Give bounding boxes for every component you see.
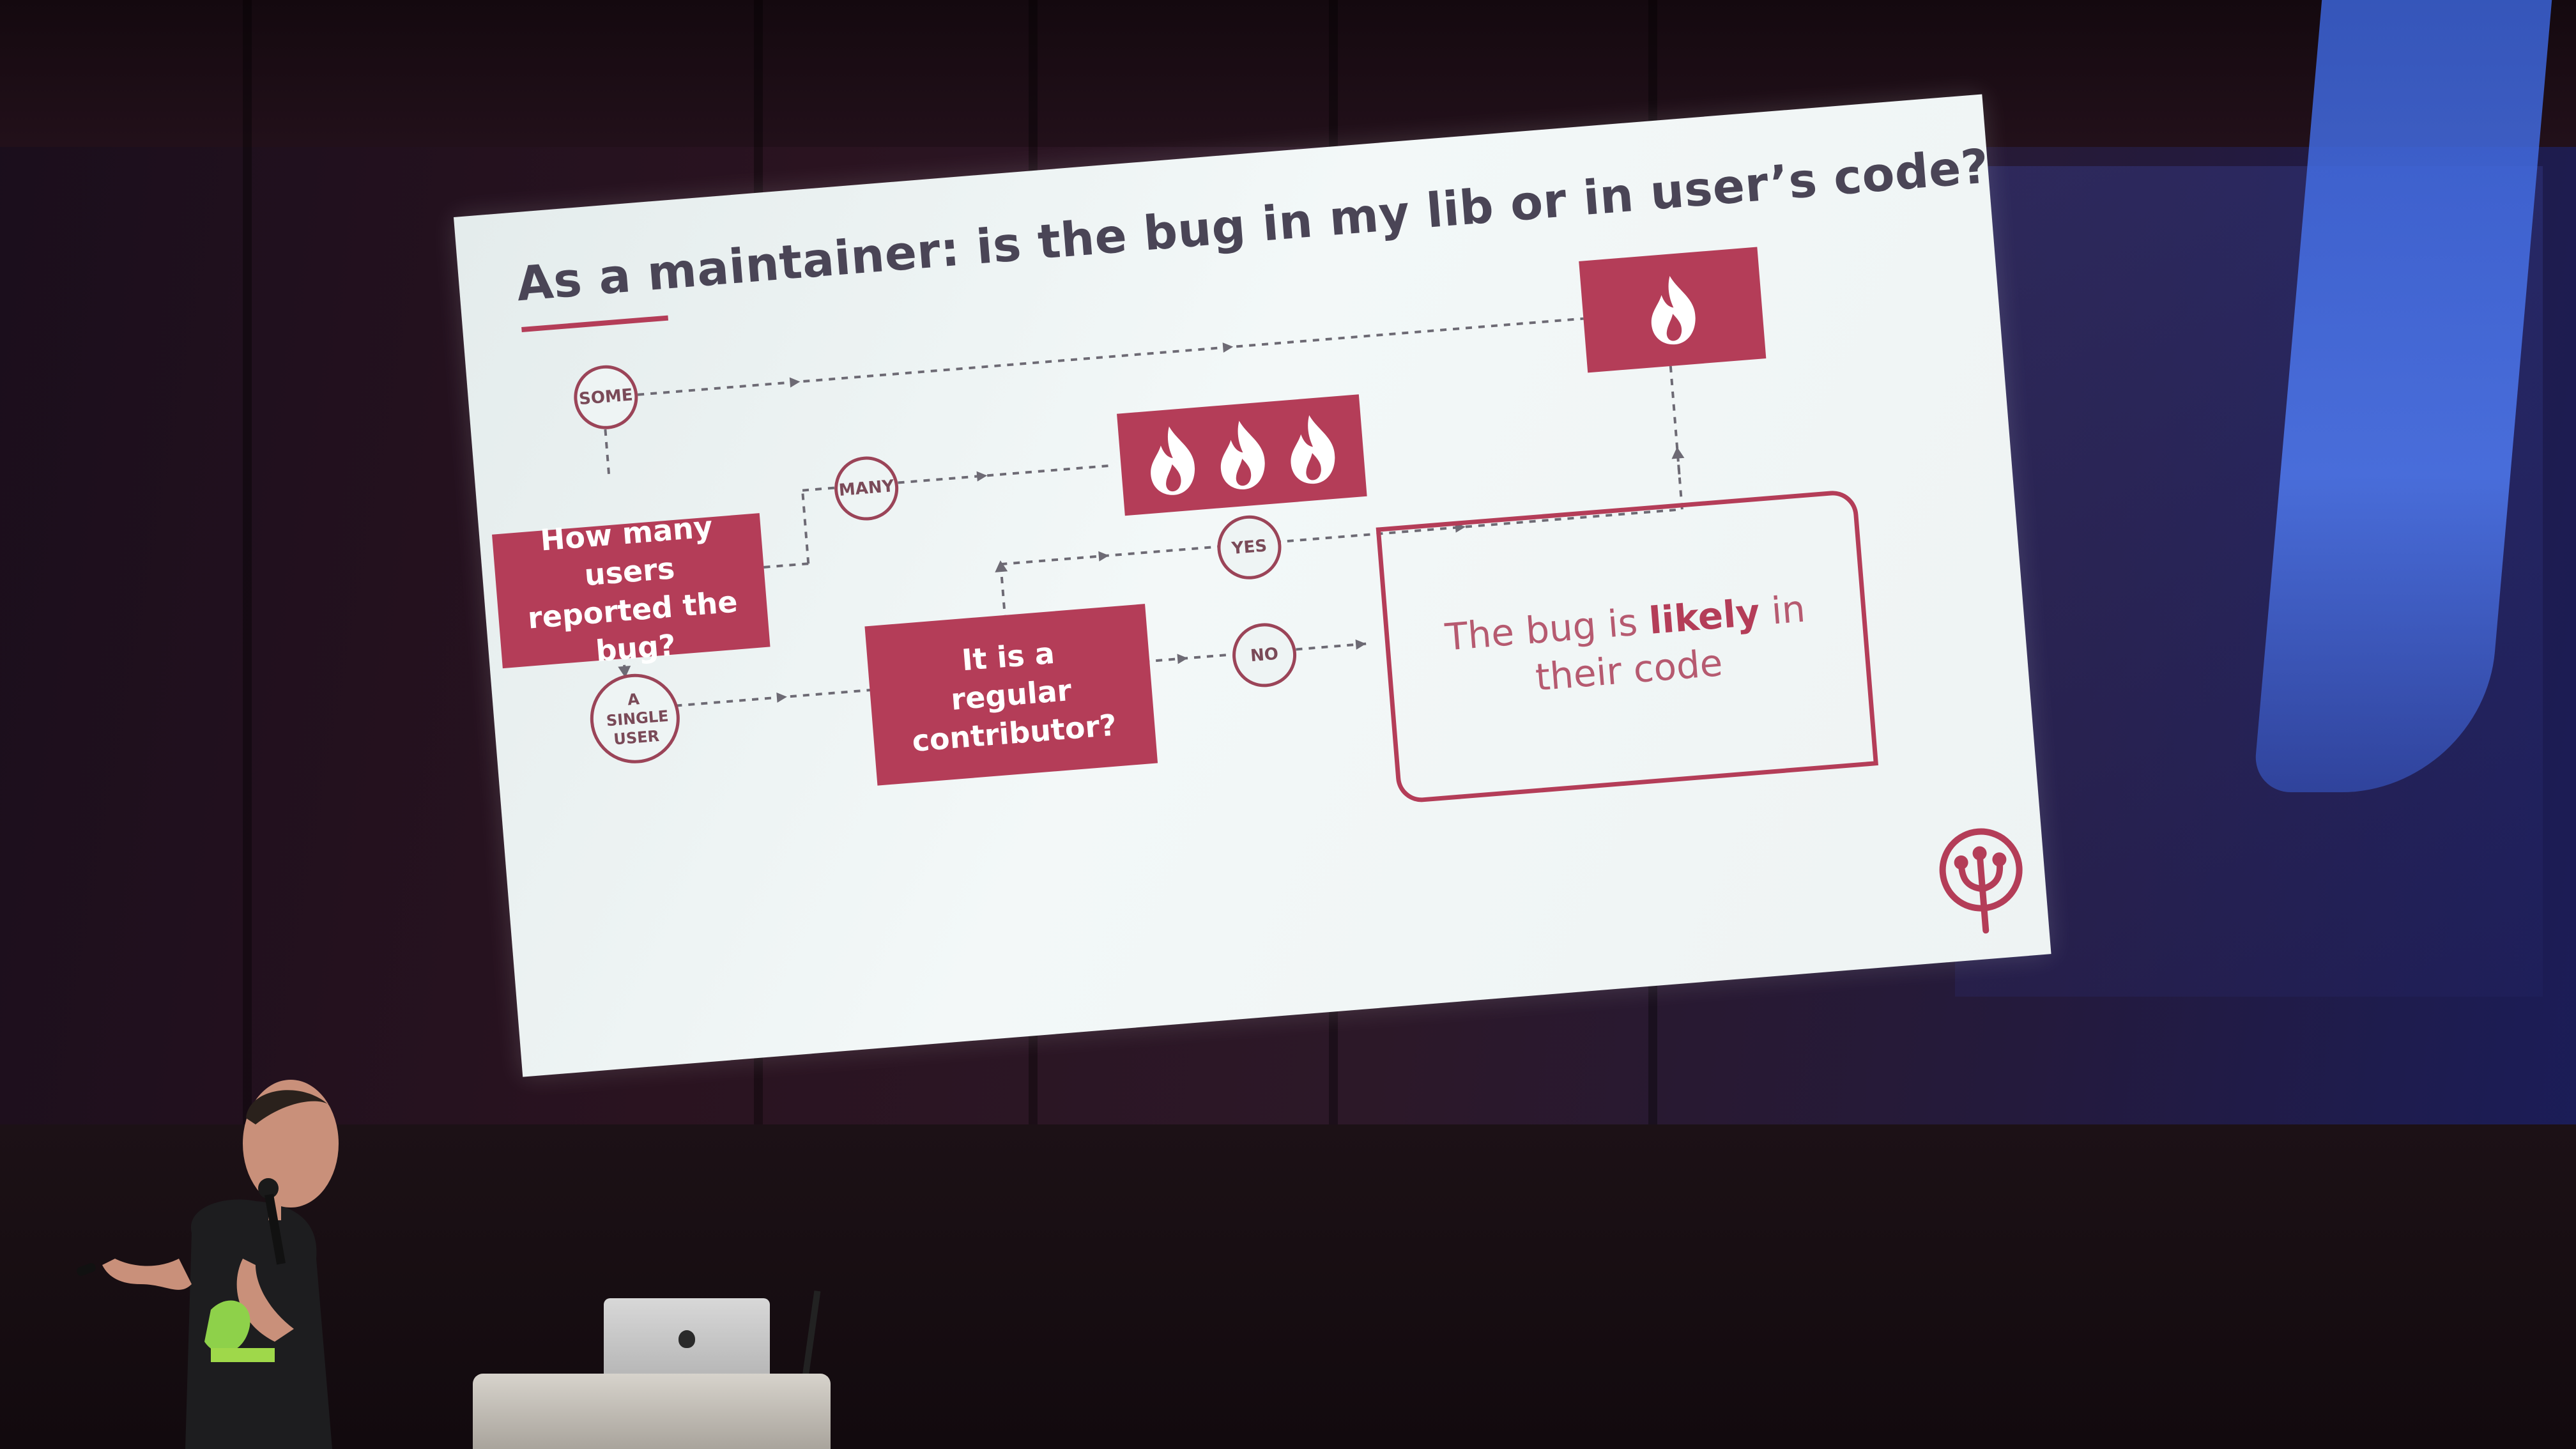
answer-some-label: SOME xyxy=(578,385,634,410)
conclusion-mid: in xyxy=(1770,586,1807,633)
answer-many-label: MANY xyxy=(838,477,895,500)
question-users-label: How many users reported the bug? xyxy=(526,509,739,669)
presentation-slide: As a maintainer: is the bug in my lib or… xyxy=(454,94,2051,1077)
flame-icon xyxy=(1151,426,1195,495)
flame-icon xyxy=(1651,275,1696,344)
laptop xyxy=(604,1298,770,1381)
stage-wall xyxy=(0,1124,2576,1449)
answer-yes-label: YES xyxy=(1230,536,1268,558)
answer-no-label: NO xyxy=(1249,644,1280,666)
answer-single-label: A SINGLE USER xyxy=(605,690,670,749)
single-flame-box xyxy=(1579,247,1767,373)
tree-logo-icon xyxy=(1939,828,2023,934)
question-users-box: How many users reported the bug? xyxy=(492,509,770,668)
flame-icon xyxy=(1291,415,1335,484)
conclusion-text: The bug is likely in their code xyxy=(1432,584,1822,709)
conclusion-box: The bug is likely in their code xyxy=(1376,489,1878,804)
many-flames-box xyxy=(1117,394,1367,516)
conclusion-emphasis: likely xyxy=(1647,590,1762,643)
projection-screen: As a maintainer: is the bug in my lib or… xyxy=(345,64,2051,1163)
question-contributor-label: It is a regular contributor? xyxy=(910,635,1118,758)
laptop-logo-icon xyxy=(678,1330,695,1348)
curtain-fold xyxy=(243,0,252,1449)
presenter xyxy=(77,1080,339,1449)
flame-icon xyxy=(1220,420,1265,489)
podium xyxy=(473,1374,831,1449)
ceiling xyxy=(0,0,2576,147)
question-contributor-box: It is a regular contributor? xyxy=(864,604,1158,786)
